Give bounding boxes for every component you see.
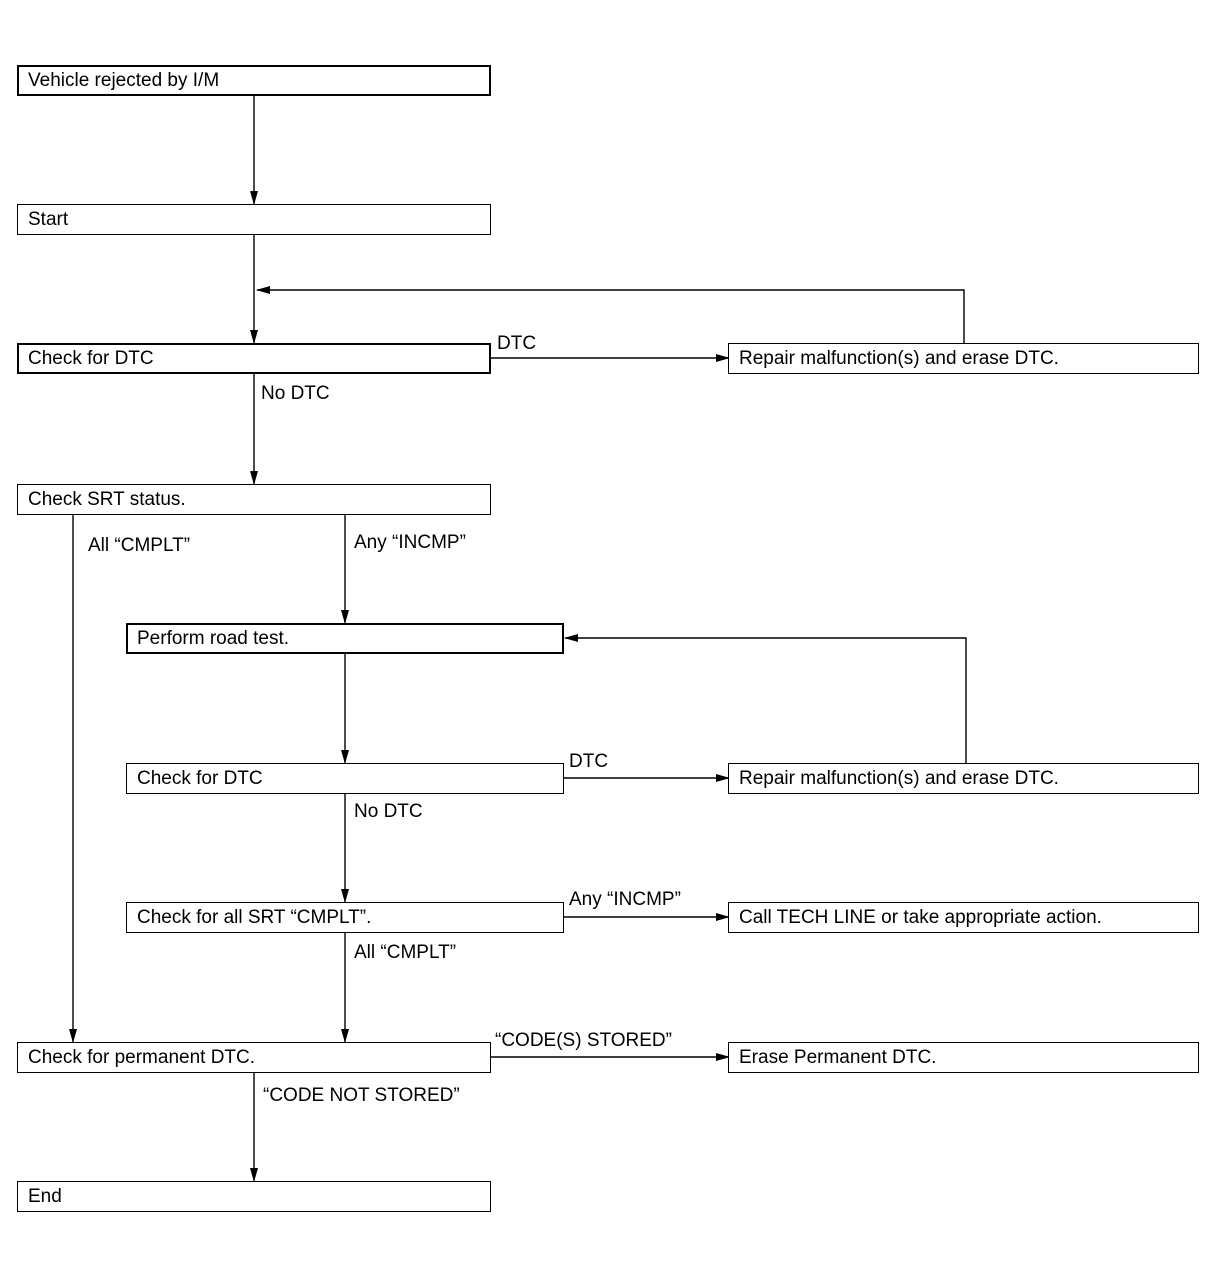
box-call-tech-line: Call TECH LINE or take appropriate actio… bbox=[728, 902, 1199, 933]
label-dtc-1: DTC bbox=[497, 333, 537, 354]
box-repair-2: Repair malfunction(s) and erase DTC. bbox=[728, 763, 1199, 794]
box-road-test: Perform road test. bbox=[126, 623, 564, 654]
label-codes-stored: “CODE(S) STORED” bbox=[495, 1030, 672, 1051]
arrow-repair-2-loop-back bbox=[564, 634, 967, 763]
label-any-incmp-1: Any “INCMP” bbox=[354, 532, 466, 553]
label-code-not-stored: “CODE NOT STORED” bbox=[263, 1085, 460, 1106]
label-no-dtc-1: No DTC bbox=[261, 383, 330, 404]
box-check-all-srt: Check for all SRT “CMPLT”. bbox=[126, 902, 564, 933]
label-no-dtc-2: No DTC bbox=[354, 801, 423, 822]
label-all-cmplt-1: All “CMPLT” bbox=[88, 535, 191, 556]
box-check-dtc-2: Check for DTC bbox=[126, 763, 564, 794]
label-dtc-2: DTC bbox=[569, 751, 609, 772]
box-check-dtc-1: Check for DTC bbox=[17, 343, 491, 374]
box-repair-1: Repair malfunction(s) and erase DTC. bbox=[728, 343, 1199, 374]
box-erase-permanent-dtc: Erase Permanent DTC. bbox=[728, 1042, 1199, 1073]
label-any-incmp-2: Any “INCMP” bbox=[569, 889, 681, 910]
box-start: Start bbox=[17, 204, 491, 235]
arrow-repair-loop-back bbox=[256, 286, 965, 343]
box-vehicle-rejected: Vehicle rejected by I/M bbox=[17, 65, 491, 96]
box-end: End bbox=[17, 1181, 491, 1212]
box-check-permanent-dtc: Check for permanent DTC. bbox=[17, 1042, 491, 1073]
label-all-cmplt-2: All “CMPLT” bbox=[354, 942, 457, 963]
box-check-srt: Check SRT status. bbox=[17, 484, 491, 515]
